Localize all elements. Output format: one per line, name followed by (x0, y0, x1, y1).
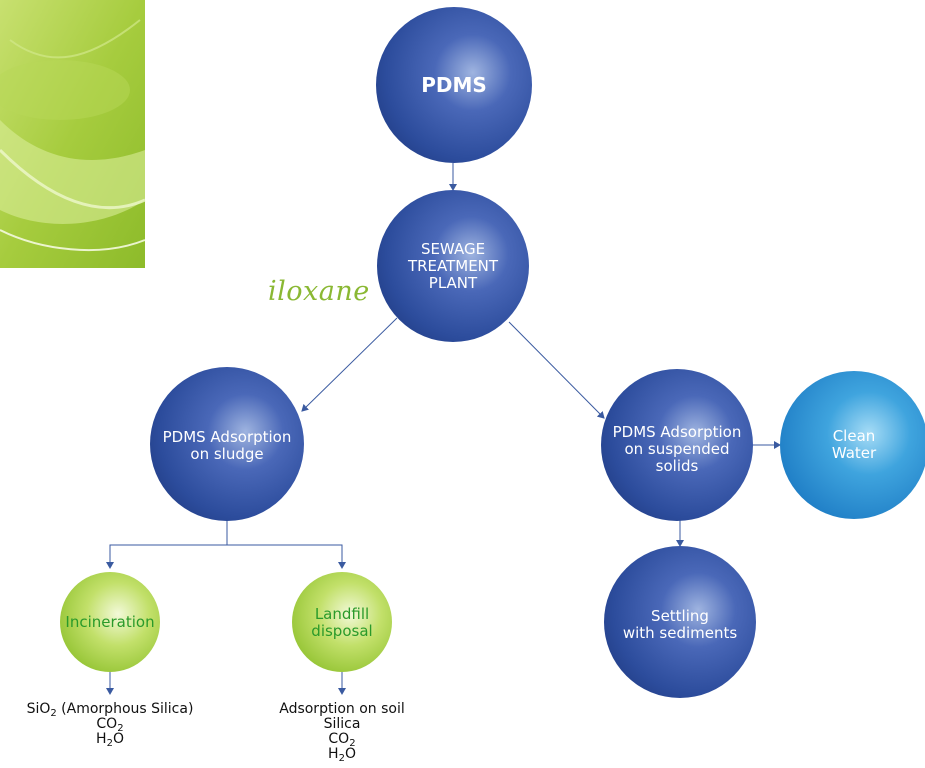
node-settling (604, 546, 756, 698)
connector-split-landfill (227, 544, 346, 569)
node-sludge-adsorption (150, 367, 304, 521)
connector-split-incineration (106, 544, 227, 569)
leaf-banner-image (0, 0, 146, 268)
landfill-output-line-3: CO2 (328, 731, 356, 749)
banner-title-fragment: iloxane (268, 276, 370, 307)
incineration-output-line-3: H2O (96, 731, 124, 749)
node-pdms (376, 7, 532, 163)
incineration-output-line-1: SiO2 (Amorphous Silica) (26, 701, 194, 719)
node-landfill (292, 572, 392, 672)
incineration-output-line-2: CO2 (96, 716, 124, 734)
connector-sewage-sludge (301, 317, 398, 412)
connectors (106, 163, 781, 695)
node-suspended-solids-adsorption (601, 369, 753, 521)
landfill-output-line-2: Silica (323, 716, 361, 732)
landfill-output-line-1: Adsorption on soil (279, 701, 405, 717)
connector-sewage-suspended (508, 321, 605, 419)
node-clean-water (780, 371, 925, 519)
landfill-output-line-4: H2O (328, 746, 356, 764)
landfill-output-caption: Adsorption on soil Silica CO2 H2O (252, 701, 432, 764)
node-sewage-treatment-plant (377, 190, 529, 342)
node-incineration (60, 572, 160, 672)
incineration-output-caption: SiO2 (Amorphous Silica) CO2 H2O (5, 701, 215, 749)
